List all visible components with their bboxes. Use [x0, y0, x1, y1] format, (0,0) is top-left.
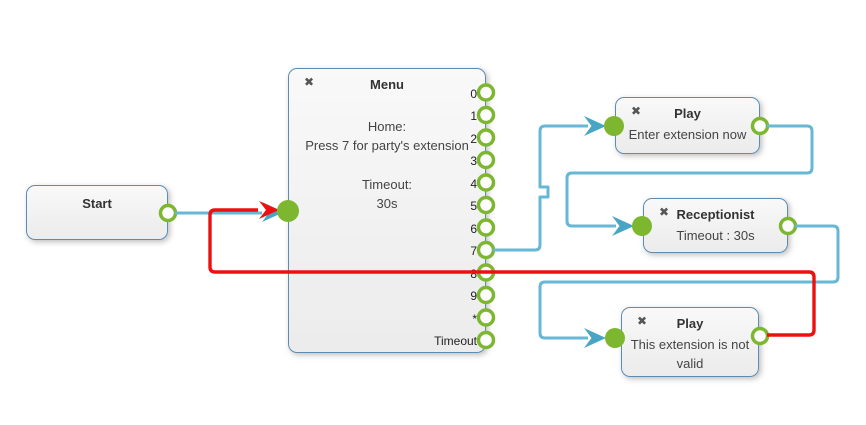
node-play-invalid-body: This extension is not valid: [630, 337, 750, 371]
node-menu-title: Menu: [370, 77, 404, 92]
menu-port-label-1: 1: [470, 109, 477, 123]
menu-timeout-value: 30s: [376, 196, 398, 211]
close-icon[interactable]: ✖: [659, 205, 670, 219]
menu-greeting-text: Press 7 for party's extension: [305, 138, 469, 153]
menu-port-label-6: 6: [470, 221, 477, 236]
conn-start-to-menu-arrow-icon: [262, 202, 284, 222]
conn-play-invalid-to-menu-arrow-icon: [259, 201, 279, 219]
menu-port-label-5: 5: [470, 199, 477, 213]
node-receptionist[interactable]: ✖ Receptionist Timeout : 30s: [643, 198, 788, 253]
node-play-enter-body: Enter extension now: [628, 127, 747, 142]
node-play-enter-title: Play: [674, 106, 701, 121]
menu-port-label-Timeout: Timeout: [434, 334, 477, 348]
node-receptionist-body: Timeout : 30s: [676, 228, 755, 243]
menu-port-label-3: 3: [470, 154, 477, 168]
close-icon[interactable]: ✖: [631, 104, 642, 118]
node-start[interactable]: Start: [26, 185, 168, 240]
menu-port-label-8: 8: [470, 266, 477, 281]
conn-receptionist-to-play-invalid-arrow-icon: [584, 328, 606, 348]
node-play-invalid[interactable]: ✖ Play This extension is not valid: [621, 307, 759, 377]
menu-timeout-label: Timeout:: [361, 177, 413, 192]
menu-port-label-9: 9: [470, 289, 477, 303]
node-menu[interactable]: ✖ Menu Home: Press 7 for party's extensi…: [288, 68, 486, 353]
node-menu-body: Home: Press 7 for party's extension Time…: [289, 117, 485, 213]
menu-port-label-2: 2: [470, 131, 477, 146]
close-icon[interactable]: ✖: [637, 314, 648, 328]
menu-port-label-7: 7: [470, 244, 477, 258]
conn-menu-7-to-play-enter[interactable]: [493, 124, 588, 252]
menu-greeting-label: Home:: [367, 119, 407, 134]
menu-port-labels: 0 1 2 3 4 5 6 7 8 9 * Timeout: [289, 69, 477, 352]
menu-port-label-4: 4: [470, 176, 477, 191]
node-play-enter[interactable]: ✖ Play Enter extension now: [615, 97, 760, 154]
menu-port-label-0: 0: [470, 86, 477, 101]
node-start-title: Start: [82, 196, 112, 211]
conn-menu-7-to-play-enter-arrow-icon: [584, 116, 606, 136]
conn-play-enter-to-receptionist-arrow-icon: [612, 216, 634, 236]
close-icon[interactable]: ✖: [304, 75, 315, 89]
menu-port-label-*: *: [472, 311, 477, 326]
